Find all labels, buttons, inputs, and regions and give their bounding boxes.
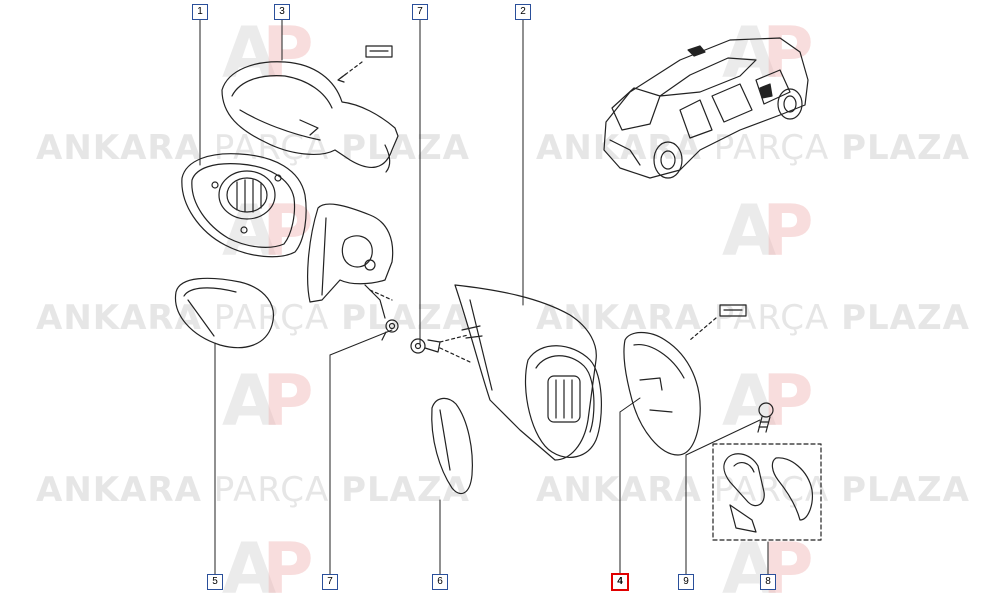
mirror-glass-center [431,397,473,495]
callout-part-9[interactable]: 9 [678,574,694,590]
callout-part-8[interactable]: 8 [760,574,776,590]
car-locator-illustration [603,37,809,179]
screw-7-left [381,319,399,341]
callout-part-7-top[interactable]: 7 [412,4,428,20]
mirror-cover-upper [221,61,399,173]
callout-part-4-selected[interactable]: 4 [611,573,629,591]
callout-part-3[interactable]: 3 [274,4,290,20]
callout-part-7-bottom[interactable]: 7 [322,574,338,590]
mirror-housing-motor [181,153,307,258]
repeater-lamp-kit [712,443,822,541]
connector-tag [337,45,393,83]
mirror-mount-bracket [307,203,394,319]
leader-lines [199,18,769,575]
callout-part-1[interactable]: 1 [192,4,208,20]
mirror-cover-outer [623,331,701,456]
callout-part-2[interactable]: 2 [515,4,531,20]
mirror-assembly-complete [454,284,602,461]
screw-9 [757,402,774,433]
connector-tag-right [689,304,747,341]
screw-7-center [410,325,483,363]
mirror-glass-left [174,277,274,349]
callout-part-5[interactable]: 5 [207,574,223,590]
callout-part-6[interactable]: 6 [432,574,448,590]
